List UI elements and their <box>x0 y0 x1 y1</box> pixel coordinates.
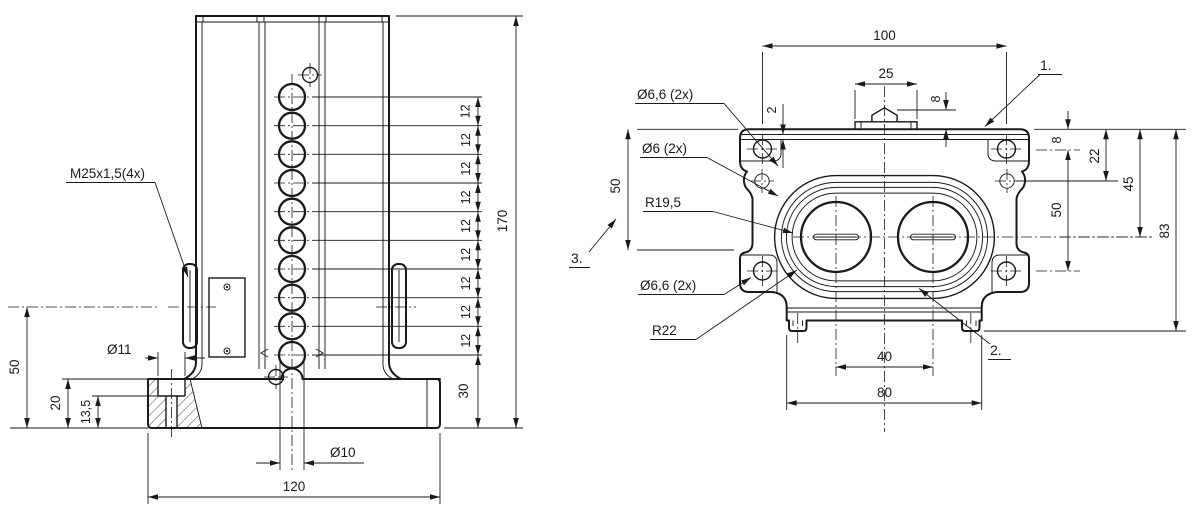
dim-20-label: 20 <box>48 395 63 410</box>
dim-50-right-label: 50 <box>1049 202 1064 217</box>
label-dia66-top: Ø6,6 (2x) <box>637 87 693 102</box>
label-r22: R22 <box>652 323 677 338</box>
front-column <box>183 15 402 380</box>
dim-50-label: 50 <box>7 359 22 374</box>
corner-holes <box>747 134 1022 286</box>
cable-gland-left <box>182 263 198 349</box>
dim-30-label: 30 <box>456 383 471 398</box>
front-view <box>147 15 441 470</box>
dim-45-label: 45 <box>1121 176 1136 191</box>
position-marker-bottom <box>264 365 288 389</box>
pitch-dim-labels: 12 12 12 12 12 12 12 12 12 <box>459 104 473 347</box>
front-view-dimensions: 12 12 12 12 12 12 12 12 12 30 170 120 50… <box>7 15 523 504</box>
nameplate <box>208 277 246 358</box>
front-base-section <box>148 369 203 437</box>
dim-2-label: 2 <box>765 106 779 113</box>
top-tab <box>854 106 918 131</box>
dim-83-label: 83 <box>1157 223 1172 238</box>
dim-22-label: 22 <box>1087 148 1102 163</box>
cable-gland-right <box>391 263 407 349</box>
top-view-centerlines <box>793 86 1152 432</box>
callout-3-label: 3. <box>571 250 583 266</box>
thread-callout-label: M25x1,5(4x) <box>70 166 145 181</box>
dim-12-label: 12 <box>459 133 473 147</box>
dim-12-label: 12 <box>459 248 473 262</box>
position-marker-top <box>298 63 322 87</box>
callout-2-label: 2. <box>990 342 1002 358</box>
dim-12-label: 12 <box>459 276 473 290</box>
dim-120-label: 120 <box>283 479 306 494</box>
dim-40-label: 40 <box>877 349 892 364</box>
callout-1-label: 1. <box>1040 57 1052 73</box>
label-dia6: Ø6 (2x) <box>642 141 687 156</box>
top-view-dimensions: 100 25 2 8 8 50 22 45 83 <box>569 28 1186 410</box>
dim-25-label: 25 <box>878 66 893 81</box>
dim-12-label: 12 <box>459 219 473 233</box>
dim-12-label: 12 <box>459 104 473 118</box>
side-holes <box>750 169 1019 193</box>
pitch-extension-lines <box>312 96 482 356</box>
dim-8-right-label: 8 <box>1050 136 1064 143</box>
label-dia66-bottom: Ø6,6 (2x) <box>640 278 696 293</box>
hole-centerlines <box>274 96 310 356</box>
dim-12-label: 12 <box>459 190 473 204</box>
front-hole-row <box>264 63 322 470</box>
dim-8-top-label: 8 <box>929 95 943 102</box>
corner-pads <box>740 139 1029 292</box>
dim-170-label: 170 <box>495 210 510 233</box>
dim-dia11-label: Ø11 <box>107 342 132 357</box>
dim-12-label: 12 <box>459 305 473 319</box>
dim-13-5-label: 13,5 <box>79 400 93 424</box>
label-r19-5: R19,5 <box>645 195 681 210</box>
dim-12-label: 12 <box>459 162 473 176</box>
dim-12-label: 12 <box>459 334 473 348</box>
dim-50-left-label: 50 <box>608 178 623 193</box>
dim-80-label: 80 <box>877 385 892 400</box>
dim-100-label: 100 <box>873 28 896 43</box>
dim-dia10-label: Ø10 <box>330 445 356 460</box>
